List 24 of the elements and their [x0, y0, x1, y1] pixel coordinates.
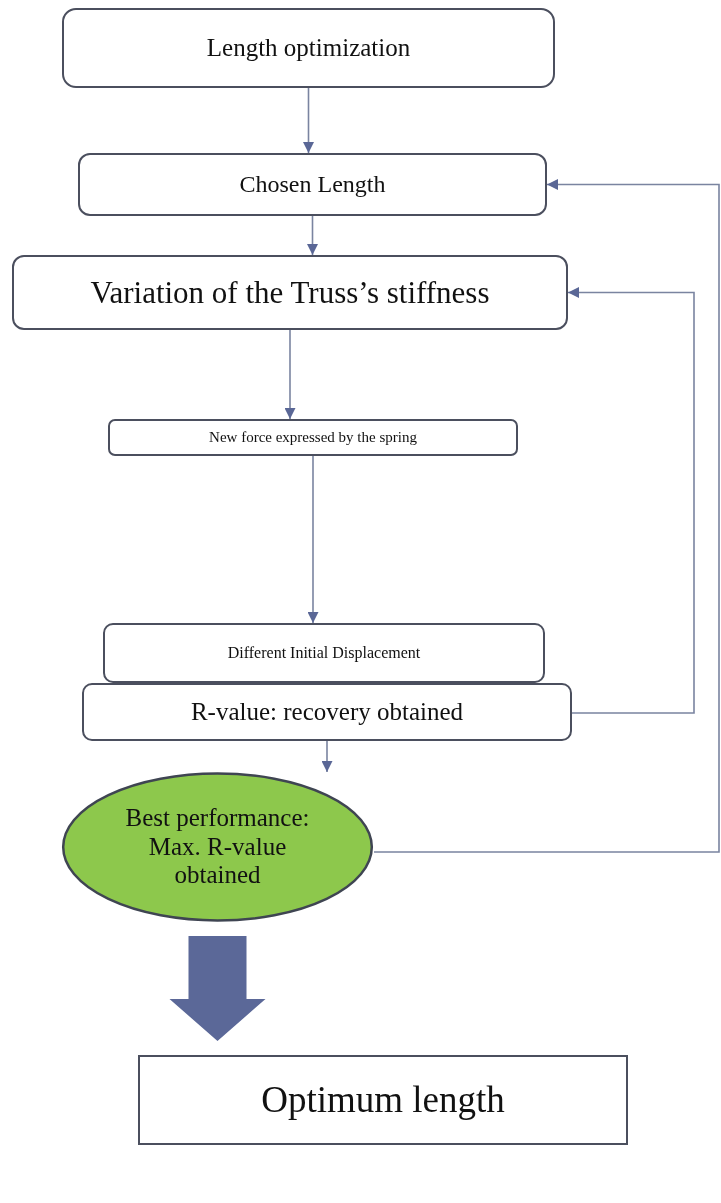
process-box: [62, 8, 555, 88]
process-box: [108, 419, 518, 456]
arrow: [307, 215, 318, 256]
process-box: [12, 255, 568, 330]
node-text: New force expressed by the spring: [209, 428, 417, 447]
node-text: Chosen Length: [239, 170, 386, 199]
node-text: Length optimization: [206, 33, 411, 63]
node-text: Best performance: Max. R-value obtained: [124, 803, 311, 891]
node-text: Different Initial Displacement: [227, 643, 421, 663]
arrow: [307, 455, 319, 624]
arrow: [373, 179, 720, 853]
process-box: [78, 153, 547, 216]
arrow: [567, 287, 695, 714]
arrow: [284, 329, 296, 420]
node-text: Variation of the Truss’s stiffness: [90, 274, 490, 311]
node-text: R-value: recovery obtained: [190, 697, 464, 727]
node-text: Optimum length: [261, 1078, 505, 1122]
process-box: [138, 1055, 628, 1145]
block-arrow: [169, 936, 266, 1041]
result-ellipse: [61, 772, 374, 922]
process-box: [103, 623, 545, 683]
arrow: [303, 87, 314, 154]
arrow: [321, 740, 333, 773]
process-box: [82, 683, 572, 741]
